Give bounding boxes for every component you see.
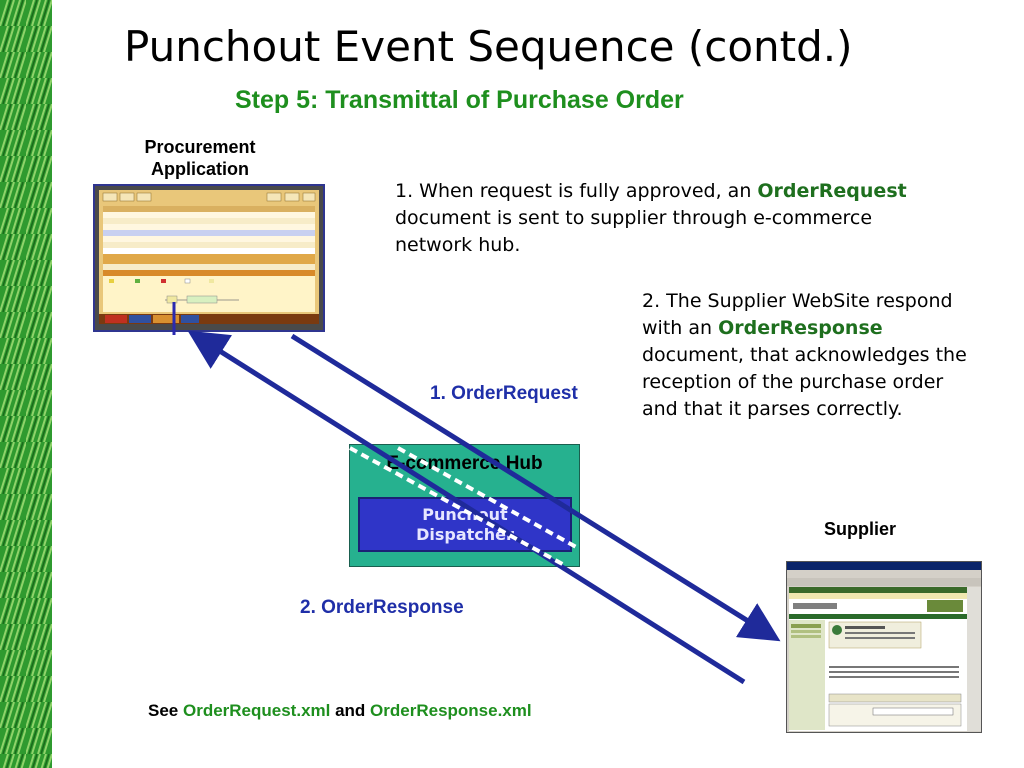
procurement-app-thumbnail [99, 190, 319, 324]
procurement-label: Procurement Application [110, 136, 290, 180]
supplier-website-thumbnail [787, 562, 981, 731]
hub-title: E-commerce Hub [386, 453, 543, 474]
order-response-xml-link[interactable]: OrderResponse.xml [370, 701, 532, 720]
dispatcher-line1: Punchout [422, 504, 508, 524]
supplier-label: Supplier [824, 519, 897, 539]
step1-description: 1. When request is fully approved, an Or… [395, 178, 935, 259]
step1-text-after: document is sent to supplier through e-c… [395, 207, 873, 256]
ecommerce-hub-box: E-commerce Hub Punchout Dispatcher [349, 444, 580, 567]
procurement-label-line2: Application [151, 159, 249, 179]
procurement-label-line1: Procurement [144, 137, 256, 157]
procurement-app-screenshot [93, 184, 325, 332]
step1-text-before: 1. When request is fully approved, an [395, 180, 758, 202]
footer-note: See OrderRequest.xml and OrderResponse.x… [148, 701, 532, 721]
dispatcher-line2: Dispatcher [416, 524, 514, 544]
order-response-arrow-label: 2. OrderResponse [300, 597, 464, 618]
footer-see: See [148, 701, 183, 720]
order-request-xml-link[interactable]: OrderRequest.xml [182, 701, 331, 720]
step2-text-after: document, that acknowledges the receptio… [642, 344, 967, 420]
order-response-term: OrderResponse [718, 317, 883, 339]
slide-title: Punchout Event Sequence (contd.) [124, 22, 853, 71]
order-request-term: OrderRequest [757, 180, 907, 202]
slide-subtitle: Step 5: Transmittal of Purchase Order [235, 86, 684, 114]
decorative-sidebar [0, 0, 52, 768]
punchout-dispatcher-box: Punchout Dispatcher [358, 497, 572, 552]
order-request-arrow-label: 1. OrderRequest [430, 383, 578, 404]
footer-and: and [330, 701, 371, 720]
step2-description: 2. The Supplier WebSite respond with an … [642, 288, 982, 423]
supplier-website-screenshot [786, 561, 982, 733]
step2-text-before: 2. The Supplier WebSite respond with an [642, 290, 953, 339]
